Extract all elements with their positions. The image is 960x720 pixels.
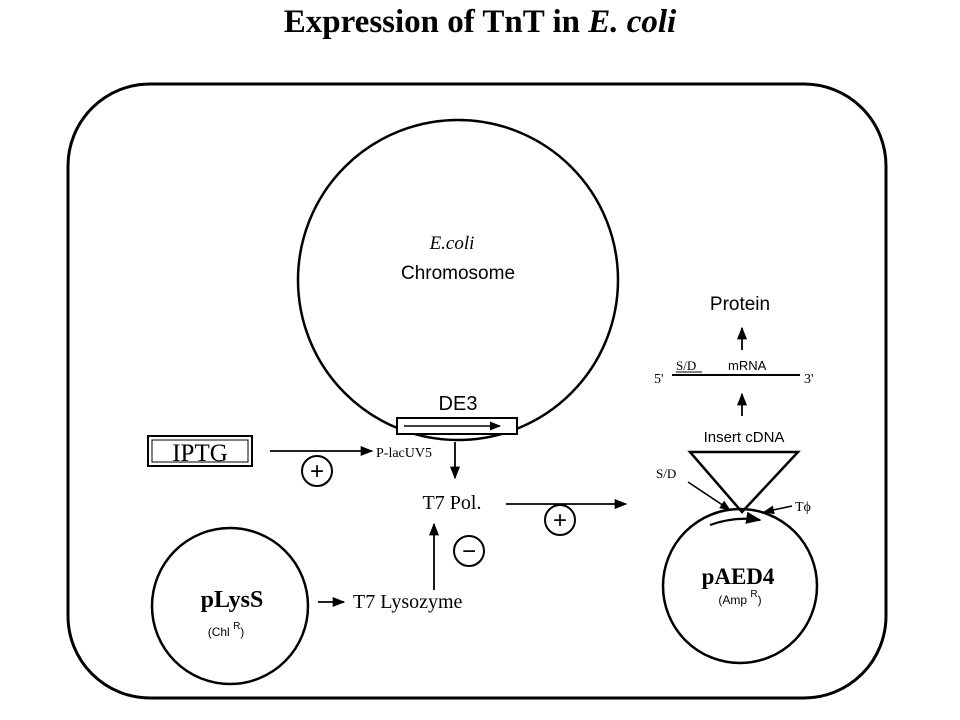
de3-label: DE3 bbox=[439, 393, 478, 415]
iptg-label: IPTG bbox=[172, 440, 228, 467]
title-italic: E. coli bbox=[588, 4, 677, 40]
plysS-marker-text: (Chl bbox=[208, 625, 230, 639]
t7-pol-label: T7 Pol. bbox=[423, 492, 482, 514]
mrna-sd-label: S/D bbox=[676, 358, 696, 373]
protein-label: Protein bbox=[710, 294, 770, 315]
paed4-promoter-arrow bbox=[709, 511, 762, 527]
plus-symbol-1: + bbox=[310, 458, 324, 485]
lysozyme-label: T7 Lysozyme bbox=[353, 591, 463, 613]
plysS-marker: (Chl R) bbox=[208, 621, 245, 639]
plysS-label: pLysS bbox=[201, 587, 264, 613]
insert-cdna-label: Insert cDNA bbox=[704, 429, 785, 446]
paed4-label: pAED4 bbox=[702, 564, 775, 589]
mrna-five-prime: 5' bbox=[654, 372, 664, 387]
title-main: Expression of TnT in bbox=[283, 4, 589, 40]
paed4-marker-close: ) bbox=[758, 593, 762, 607]
paed4-marker-sup: R bbox=[750, 589, 757, 600]
minus-circle bbox=[453, 535, 485, 567]
insert-cdna-triangle bbox=[687, 450, 801, 514]
iptg-box-inner bbox=[151, 439, 249, 463]
mrna-label: mRNA bbox=[728, 358, 767, 373]
paed4-marker: (Amp R) bbox=[718, 589, 761, 607]
terminator-pointer-arrow bbox=[762, 505, 793, 515]
plus-circle-1 bbox=[301, 455, 333, 487]
iptg-box bbox=[147, 435, 253, 467]
chromosome-label: Chromosome bbox=[401, 263, 515, 284]
minus-symbol: − bbox=[462, 538, 476, 565]
plus-circle-2 bbox=[544, 504, 576, 536]
plysS-marker-sup: R bbox=[233, 621, 240, 632]
paed4-marker-text: (Amp bbox=[718, 593, 747, 607]
slide-title: Expression of TnT in E. coli bbox=[0, 4, 960, 41]
ecoli-chromosome-circle bbox=[296, 118, 620, 442]
terminator-label: Tϕ bbox=[795, 500, 811, 515]
plysS-plasmid-circle bbox=[150, 526, 310, 686]
sd-pointer-arrow bbox=[687, 481, 731, 511]
plus-symbol-2: + bbox=[553, 507, 567, 534]
plysS-marker-close: ) bbox=[240, 625, 244, 639]
chromosome-species-label: E.coli bbox=[429, 233, 475, 254]
cell-outline bbox=[66, 82, 888, 700]
sd-label: S/D bbox=[656, 466, 676, 481]
mrna-three-prime: 3' bbox=[804, 372, 814, 387]
promoter-label: P-lacUV5 bbox=[376, 446, 432, 461]
